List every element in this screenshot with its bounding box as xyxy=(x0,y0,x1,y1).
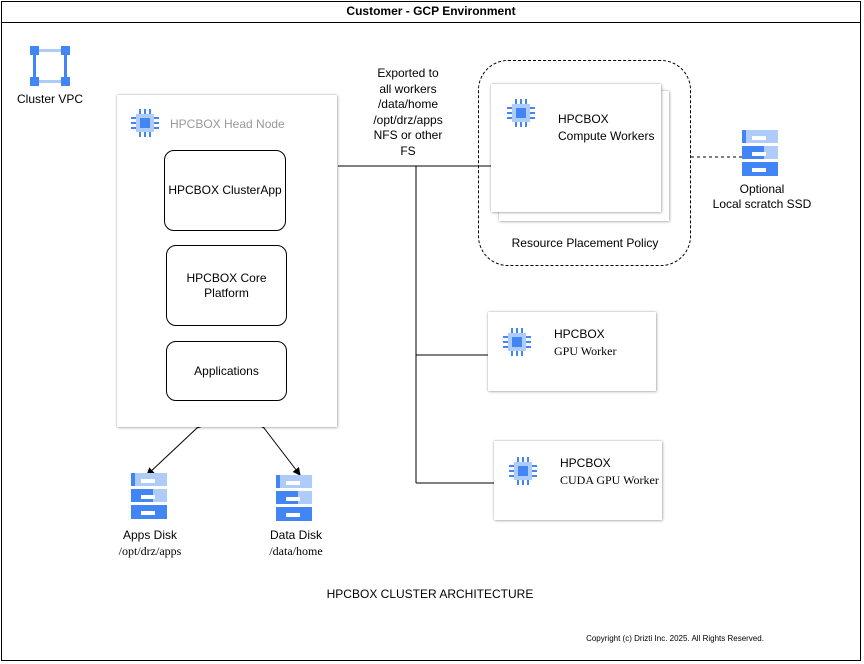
persistent-disk-icon xyxy=(131,473,167,519)
cuda-worker-label: HPCBOX CUDA GPU Worker xyxy=(560,455,660,489)
data-disk-label: Data Disk /data/home xyxy=(246,527,346,559)
placement-policy-label: Resource Placement Policy xyxy=(511,236,659,250)
scratch-line2: Local scratch SSD xyxy=(712,197,812,211)
applications-label: Applications xyxy=(194,363,259,378)
export-note: Exported to all workers /data/home /opt/… xyxy=(368,66,448,159)
environment-title: Customer - GCP Environment xyxy=(1,1,861,23)
compute-engine-icon xyxy=(502,327,532,357)
applications-box: Applications xyxy=(166,341,287,401)
placement-policy-group xyxy=(478,60,691,266)
cuda-worker-line2: CUDA GPU Worker xyxy=(560,473,659,487)
clusterapp-box: HPCBOX ClusterApp xyxy=(164,150,286,231)
apps-disk-path: /opt/drz/apps xyxy=(118,544,182,558)
data-disk-path: /data/home xyxy=(269,544,323,558)
export-note-line: /opt/drz/apps xyxy=(373,112,443,127)
diagram-caption: HPCBOX CLUSTER ARCHITECTURE xyxy=(326,587,534,601)
cluster-vpc-label: Cluster VPC xyxy=(16,92,84,106)
gpu-worker-label: HPCBOX GPU Worker xyxy=(554,326,654,360)
export-note-line: NFS or other xyxy=(373,128,443,142)
export-note-line: Exported to xyxy=(377,66,439,80)
head-node-label: HPCBOX Head Node xyxy=(170,117,285,131)
persistent-disk-icon xyxy=(742,130,778,176)
arrow-data-disk xyxy=(256,420,301,476)
scratch-line1: Optional xyxy=(739,182,785,196)
export-note-line: all workers xyxy=(379,81,437,96)
arrow-apps-disk xyxy=(146,420,205,476)
data-disk-name: Data Disk xyxy=(269,528,322,542)
compute-engine-icon xyxy=(130,108,160,138)
clusterapp-label: HPCBOX ClusterApp xyxy=(168,183,282,197)
export-note-line: /data/home xyxy=(377,97,439,111)
compute-workers-line2: Compute Workers xyxy=(558,129,655,143)
gpu-worker-line2: GPU Worker xyxy=(554,344,617,358)
apps-disk-name: Apps Disk xyxy=(122,528,178,542)
cuda-worker-line1: HPCBOX xyxy=(560,456,611,470)
copyright-notice: Copyright (c) Drizti Inc. 2025. All Righ… xyxy=(586,634,764,643)
scratch-label: Optional Local scratch SSD xyxy=(702,182,822,212)
compute-workers-line1: HPCBOX xyxy=(558,112,609,126)
vpc-icon xyxy=(30,46,70,86)
apps-disk-label: Apps Disk /opt/drz/apps xyxy=(100,527,200,559)
compute-engine-icon xyxy=(508,456,538,486)
compute-engine-icon xyxy=(506,98,536,128)
compute-workers-label: HPCBOX Compute Workers xyxy=(558,111,668,145)
core-platform-label: HPCBOX Core Platform xyxy=(186,270,267,300)
gpu-worker-line1: HPCBOX xyxy=(554,327,605,341)
export-note-line: FS xyxy=(400,143,416,158)
persistent-disk-icon xyxy=(276,475,312,521)
core-platform-box: HPCBOX Core Platform xyxy=(166,245,287,326)
